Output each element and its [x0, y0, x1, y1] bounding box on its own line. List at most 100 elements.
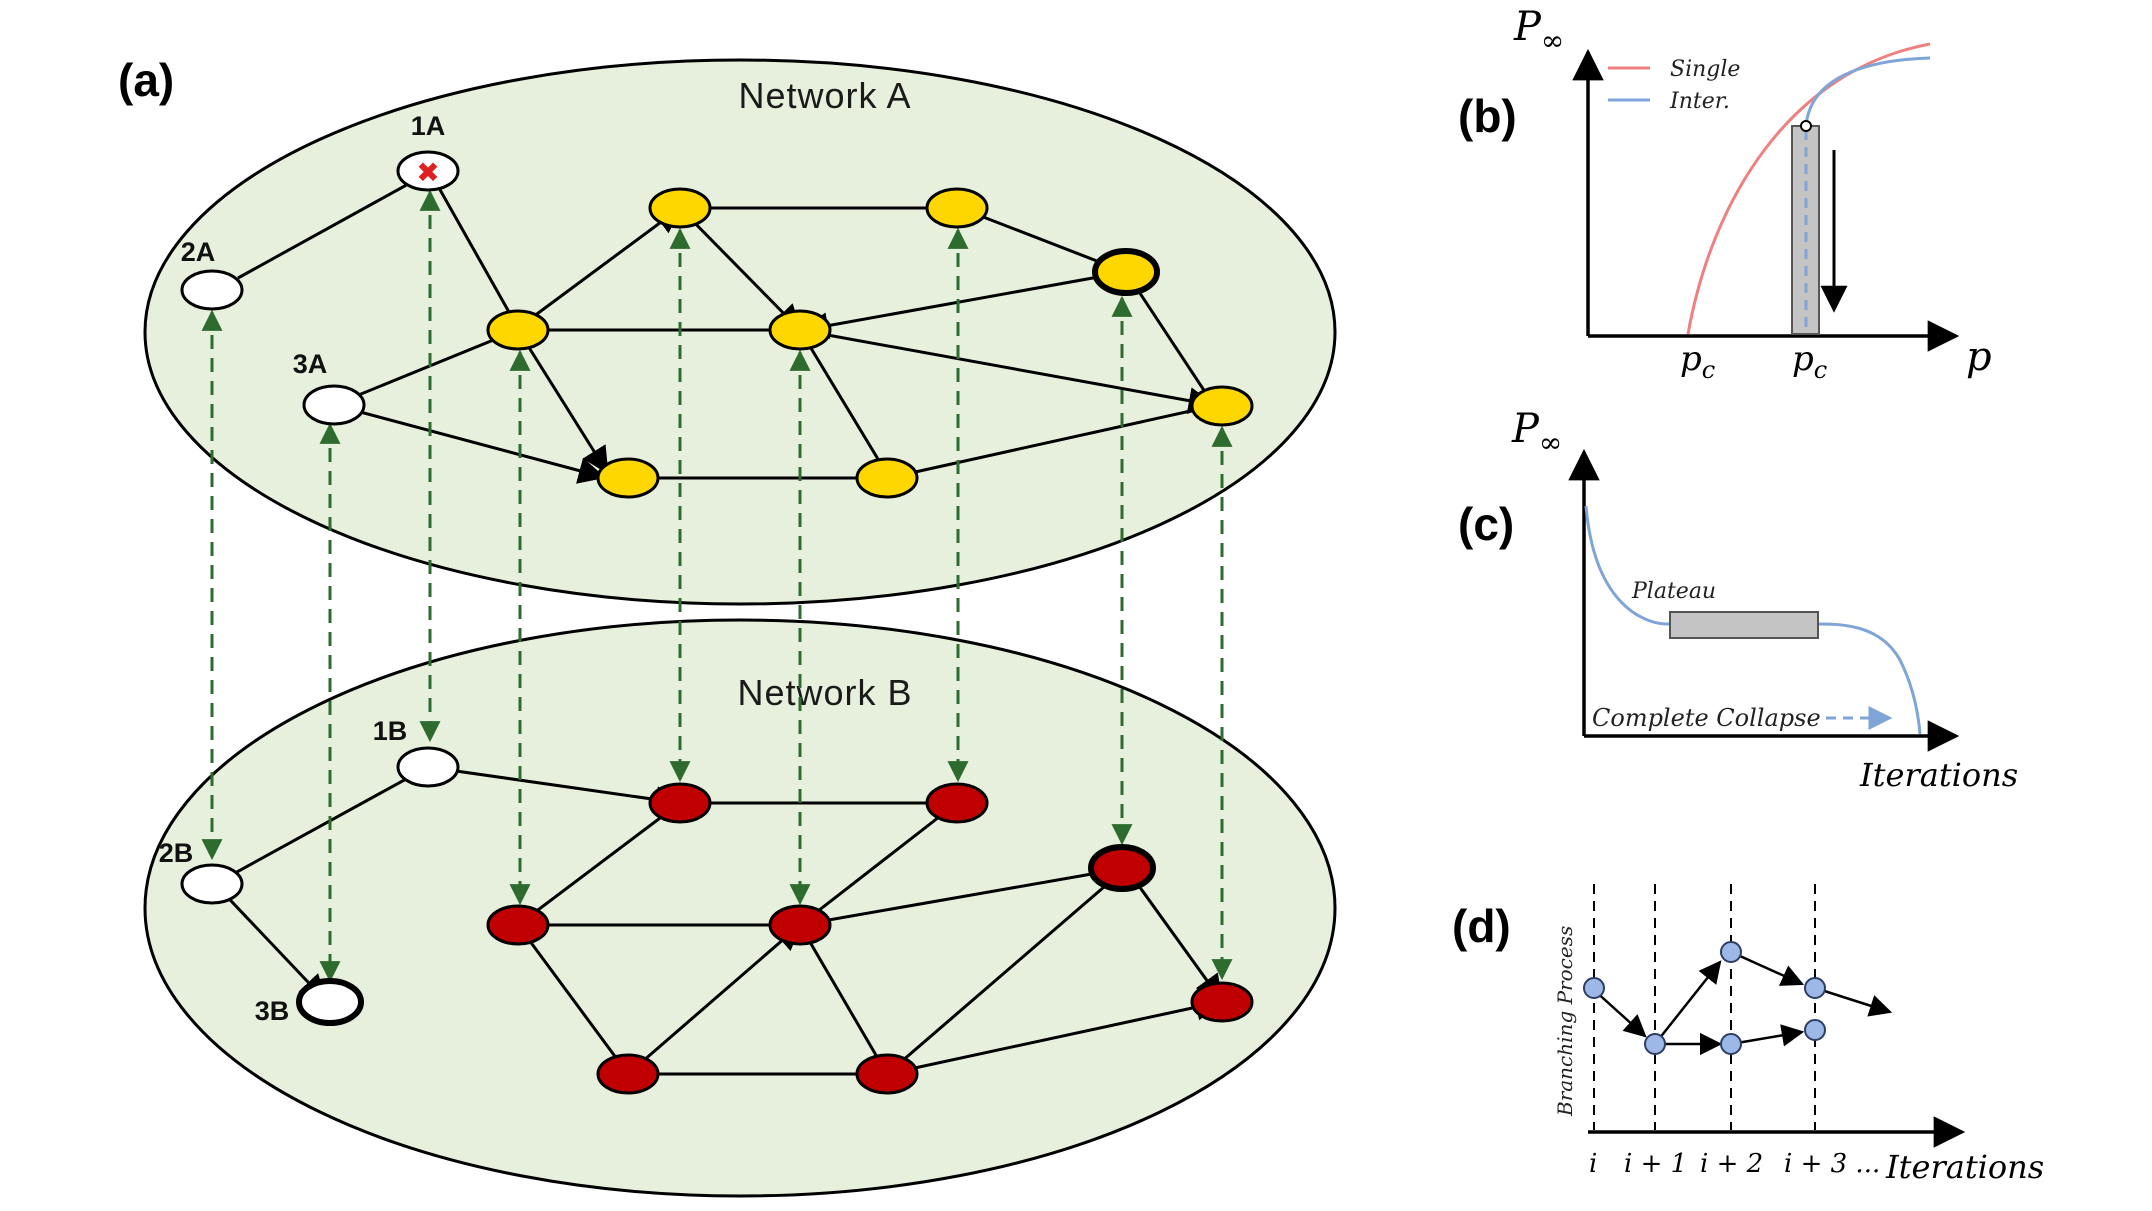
network-a-layer	[143, 58, 1337, 606]
link-b8-b12	[886, 866, 1127, 1076]
panel-c-plateau-bar	[1669, 611, 1819, 639]
panel-d-x-label: Iterations	[1885, 1148, 2044, 1186]
node-b12	[855, 1053, 919, 1095]
node-a4	[486, 309, 550, 351]
network-a-title: Network A	[738, 75, 911, 116]
failed-node-x-icon: ✖	[416, 156, 439, 189]
panel-b: (b) P∞ p pc pc Single Inter.	[1458, 4, 1992, 384]
interdependency-links	[201, 189, 1233, 983]
panel-d-tick-i: i	[1589, 1149, 1597, 1179]
link-b12-b11	[886, 993, 1223, 1076]
panel-b-single-curve	[1686, 42, 1931, 335]
panel-a-label: (a)	[118, 54, 174, 106]
legend-inter-label: Inter.	[1669, 89, 1730, 114]
node-3b	[296, 978, 364, 1026]
legend-single-label: Single	[1670, 57, 1740, 82]
node-a8	[1092, 248, 1160, 296]
node-a10	[596, 457, 660, 499]
panel-d-tick-i1: i + 1	[1624, 1149, 1687, 1179]
link-a1-a4	[428, 171, 520, 329]
node-2b	[180, 863, 244, 905]
node-a5	[648, 187, 712, 229]
node-3a	[302, 384, 366, 426]
branch-node-i2-top	[1720, 941, 1742, 963]
link-b4-b10	[516, 924, 630, 1075]
edge-i2-i3-bottom	[1730, 1024, 1805, 1047]
node-a6	[925, 187, 989, 229]
link-b8-b11	[1124, 867, 1223, 1003]
node-label-3a: 3A	[293, 349, 328, 379]
link-b6-b7	[799, 801, 958, 927]
node-b8	[1088, 844, 1156, 892]
link-a7-a12	[798, 329, 889, 475]
link-a7-a11	[799, 328, 1216, 414]
panel-d-tick-i3: i + 3 ...	[1784, 1149, 1880, 1179]
network-b-title: Network B	[737, 672, 912, 713]
link-b1-b5	[427, 765, 683, 813]
node-b11	[1190, 981, 1254, 1023]
panel-b-label: (b)	[1458, 90, 1517, 142]
panel-b-transition-bar	[1791, 125, 1820, 335]
branch-node-i3-top	[1804, 977, 1826, 999]
node-label-2b: 2B	[159, 838, 194, 868]
node-1a	[396, 150, 460, 192]
node-2a	[180, 269, 244, 311]
panel-c-collapse-curve	[1584, 505, 1922, 735]
link-a4-a5	[517, 206, 683, 330]
network-b-nodes	[180, 746, 1254, 1095]
link-b7-b12	[798, 924, 889, 1075]
network-a-nodes	[180, 150, 1254, 499]
node-1b	[396, 746, 460, 788]
edge-i2-i3-top	[1730, 950, 1805, 986]
node-a11	[1190, 385, 1254, 427]
panel-c-y-label: P∞	[1511, 406, 1562, 459]
link-b7-b10	[627, 923, 803, 1076]
panel-d: (d) Branching Process i i + 1 i +	[1452, 884, 2044, 1186]
link-a3-a10	[333, 403, 606, 484]
network-b-links	[213, 765, 1223, 1076]
edge-i1-i2-top	[1654, 960, 1722, 1045]
node-label-3b: 3B	[255, 996, 290, 1026]
link-b2-b3	[213, 882, 327, 1002]
node-label-1b: 1B	[373, 716, 408, 746]
panel-c-label: (c)	[1458, 498, 1514, 550]
node-b5	[648, 782, 712, 824]
link-a8-a11	[1124, 271, 1215, 405]
panel-b-inter-curve	[1804, 56, 1931, 127]
panel-b-y-label: P∞	[1513, 4, 1564, 57]
node-a7	[768, 309, 832, 351]
panel-b-tick-pc-inter: pc	[1792, 339, 1827, 384]
edge-i3-next	[1814, 986, 1893, 1017]
edge-i-i1	[1593, 989, 1647, 1038]
link-a1-a2	[237, 170, 431, 280]
panel-a: (a) Network A Network B	[118, 54, 1337, 1198]
panel-b-tick-pc-single: pc	[1680, 339, 1715, 384]
node-b6	[925, 782, 989, 824]
node-b7	[768, 904, 832, 946]
link-b7-b8	[799, 858, 1129, 927]
panel-c: (c) P∞ Iterations Plateau Complete Colla…	[1458, 406, 2018, 794]
panel-c-plateau-label: Plateau	[1631, 579, 1716, 604]
panel-d-step-lines	[1593, 884, 1816, 1130]
node-a12	[855, 457, 919, 499]
node-label-2a: 2A	[181, 237, 216, 267]
branch-node-i3-bottom	[1804, 1019, 1826, 1041]
link-b5-b4	[517, 801, 681, 927]
panel-d-tick-i2: i + 2	[1700, 1149, 1763, 1179]
node-b4	[486, 904, 550, 946]
panel-d-label: (d)	[1452, 900, 1511, 952]
panel-d-nodes	[1583, 941, 1826, 1055]
panel-d-y-label: Branching Process	[1553, 926, 1577, 1117]
link-a5-a7	[678, 206, 802, 332]
branch-node-i2-bottom	[1720, 1033, 1742, 1055]
panel-c-collapse-label: Complete Collapse	[1592, 704, 1821, 732]
link-a12-a11	[887, 404, 1214, 480]
branch-node-i1	[1644, 1033, 1666, 1055]
node-b10	[596, 1053, 660, 1095]
node-label-1a: 1A	[411, 111, 446, 141]
branch-node-i	[1583, 977, 1605, 999]
panel-c-x-label: Iterations	[1859, 756, 2018, 794]
link-a4-a10	[516, 329, 609, 475]
panel-d-edges	[1593, 950, 1893, 1056]
